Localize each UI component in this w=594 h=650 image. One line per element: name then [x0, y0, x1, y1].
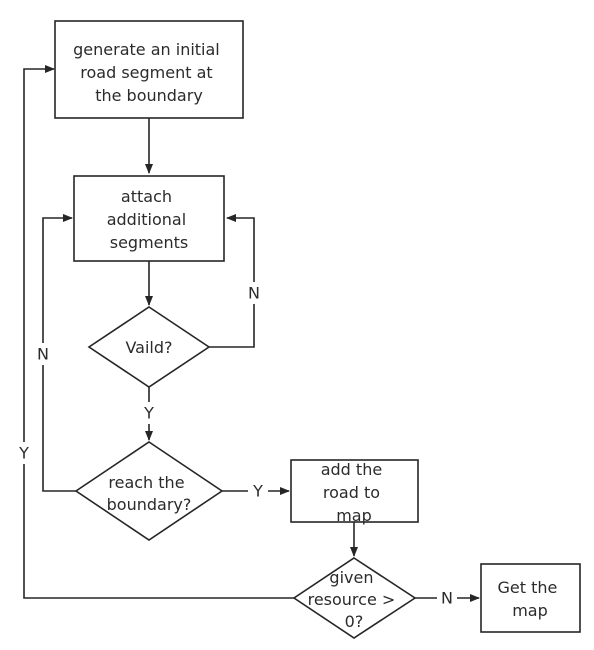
node-valid: Vaild?: [87, 306, 211, 388]
edge-label-reach-no: N: [37, 345, 49, 364]
edge-label-valid-no: N: [248, 284, 260, 303]
node-reach: reach the boundary?: [74, 441, 224, 541]
edge-resource-yes-loop: [23, 65, 294, 599]
node-reach-line-2: boundary?: [107, 495, 192, 514]
node-resource-line-3: 0?: [345, 612, 364, 631]
node-generate-line-3: the boundary: [95, 86, 203, 105]
node-resource-line-2: resource >: [308, 590, 396, 609]
node-get-map-line-1: Get the: [498, 578, 558, 597]
edge-label-valid-yes: Y: [143, 404, 154, 423]
node-add-road: add the road to map: [290, 459, 419, 525]
node-get-map: Get the map: [480, 563, 581, 633]
node-valid-line-1: Vaild?: [125, 338, 172, 357]
node-attach-line-2: additional: [107, 210, 186, 229]
node-get-map-line-2: map: [512, 601, 548, 620]
svg-text:reach the boundary?: reach the boundary?: [107, 473, 192, 514]
svg-text:generate an initial road: generate an initial road segment at the …: [73, 40, 225, 105]
node-reach-line-1: reach the: [108, 473, 184, 492]
edge-label-resource-yes: Y: [18, 444, 29, 463]
node-add-road-line-1: add the: [321, 460, 382, 479]
svg-text:add the road to ma: add the road to map: [321, 460, 388, 525]
node-resource: given resource > 0?: [292, 557, 417, 639]
node-resource-line-1: given: [329, 568, 373, 587]
svg-text:Get the map: Get the map: [498, 578, 563, 620]
edge-label-reach-yes: Y: [252, 482, 263, 501]
node-add-road-line-3: map: [336, 506, 372, 525]
node-generate-line-2: road segment at: [80, 63, 212, 82]
svg-text:given resource > 0: given resource > 0?: [308, 568, 401, 631]
svg-text:Vaild?: Vaild?: [125, 338, 172, 357]
node-generate-line-1: generate an initial: [73, 40, 220, 59]
node-add-road-line-2: road to: [323, 483, 380, 502]
edge-label-resource-no: N: [441, 589, 453, 608]
node-attach-line-3: segments: [110, 233, 189, 252]
node-generate: generate an initial road segment at the …: [54, 20, 244, 119]
node-attach: attach additional segments: [73, 175, 225, 262]
node-attach-line-1: attach: [121, 187, 172, 206]
svg-text:attach additional: attach additional segments: [107, 187, 192, 252]
